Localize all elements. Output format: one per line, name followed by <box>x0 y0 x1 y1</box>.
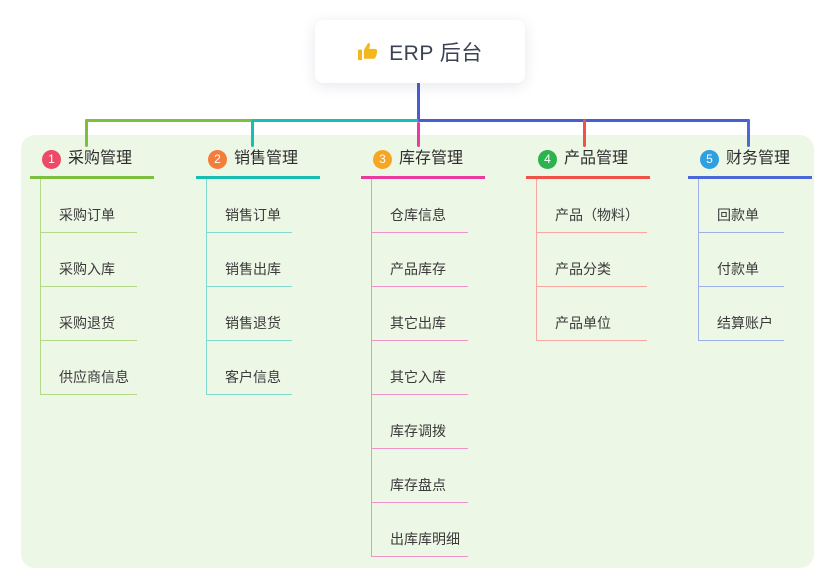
thumbs-up-icon <box>357 40 380 63</box>
branch-item[interactable]: 销售订单 <box>207 179 292 233</box>
branch-item[interactable]: 其它出库 <box>372 287 468 341</box>
branch-title-node[interactable]: 2 销售管理 <box>196 148 320 179</box>
branch-items: 销售订单销售出库销售退货客户信息 <box>206 179 292 395</box>
branch-item[interactable]: 销售出库 <box>207 233 292 287</box>
connector-drop-inventory <box>417 122 420 147</box>
branch-label: 财务管理 <box>726 150 791 167</box>
branch-label: 库存管理 <box>399 150 464 167</box>
branch: 5 财务管理 回款单付款单结算账户 <box>688 148 812 341</box>
branch-item[interactable]: 产品分类 <box>537 233 647 287</box>
branch: 4 产品管理 产品（物料）产品分类产品单位 <box>526 148 650 341</box>
branch-item[interactable]: 产品单位 <box>537 287 647 341</box>
connector-horizontal-purchase <box>85 119 254 122</box>
branch-label: 产品管理 <box>564 150 629 167</box>
mindmap-panel <box>21 135 814 568</box>
connector-drop-sales <box>251 119 254 147</box>
branch-items: 采购订单采购入库采购退货供应商信息 <box>40 179 137 395</box>
branch-item[interactable]: 库存盘点 <box>372 449 468 503</box>
branch-label: 销售管理 <box>234 150 299 167</box>
branch-number-badge: 3 <box>373 149 392 169</box>
branch-item[interactable]: 销售退货 <box>207 287 292 341</box>
branch-item[interactable]: 供应商信息 <box>41 341 137 395</box>
root-node[interactable]: ERP 后台 <box>315 20 525 83</box>
branch-label: 采购管理 <box>68 150 133 167</box>
branch-item[interactable]: 结算账户 <box>699 287 784 341</box>
branch-item[interactable]: 客户信息 <box>207 341 292 395</box>
connector-drop-purchase <box>85 119 88 147</box>
branch-item[interactable]: 其它入库 <box>372 341 468 395</box>
branch: 3 库存管理 仓库信息产品库存其它出库其它入库库存调拨库存盘点出库库明细 <box>361 148 485 557</box>
branch-item[interactable]: 采购入库 <box>41 233 137 287</box>
branch-item[interactable]: 付款单 <box>699 233 784 287</box>
root-node-label: ERP 后台 <box>389 41 483 65</box>
branch-items: 回款单付款单结算账户 <box>698 179 784 341</box>
branch-items: 仓库信息产品库存其它出库其它入库库存调拨库存盘点出库库明细 <box>371 179 468 557</box>
branch-title-node[interactable]: 3 库存管理 <box>361 148 485 179</box>
connector-horizontal-sales <box>253 119 419 122</box>
branch-item[interactable]: 产品库存 <box>372 233 468 287</box>
branch-title-node[interactable]: 1 采购管理 <box>30 148 154 179</box>
branch-item[interactable]: 仓库信息 <box>372 179 468 233</box>
branch-number-badge: 4 <box>538 149 557 169</box>
connector-drop-product <box>583 119 586 147</box>
branch-number-badge: 5 <box>700 149 719 169</box>
branch-items: 产品（物料）产品分类产品单位 <box>536 179 647 341</box>
branch-item[interactable]: 采购退货 <box>41 287 137 341</box>
branch-item[interactable]: 库存调拨 <box>372 395 468 449</box>
branch: 2 销售管理 销售订单销售出库销售退货客户信息 <box>196 148 320 395</box>
branch-number-badge: 1 <box>42 149 61 169</box>
branch-item[interactable]: 采购订单 <box>41 179 137 233</box>
branch-item[interactable]: 产品（物料） <box>537 179 647 233</box>
branch-item[interactable]: 出库库明细 <box>372 503 468 557</box>
branch-title-node[interactable]: 4 产品管理 <box>526 148 650 179</box>
branch-number-badge: 2 <box>208 149 227 169</box>
branch-item[interactable]: 回款单 <box>699 179 784 233</box>
connector-root-stem <box>417 82 420 121</box>
branch-title-node[interactable]: 5 财务管理 <box>688 148 812 179</box>
connector-drop-finance <box>747 119 750 147</box>
branch: 1 采购管理 采购订单采购入库采购退货供应商信息 <box>30 148 154 395</box>
